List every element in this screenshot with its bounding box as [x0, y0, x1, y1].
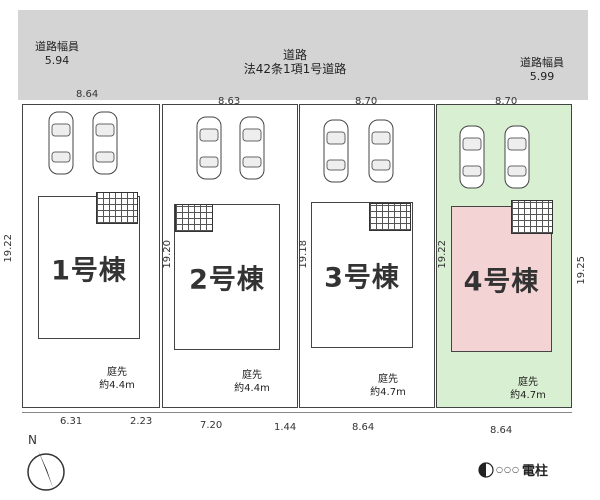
lot-1-yard-label: 庭先 — [107, 367, 127, 378]
lot-2-yard: 庭先 約4.4m — [224, 369, 280, 395]
road-right-width-label: 道路幅員 — [520, 56, 564, 69]
lot-2-bottom-b: 1.44 — [274, 422, 297, 433]
lot-3-frontage: 8.70 — [355, 96, 378, 107]
road-right-width-value: 5.99 — [529, 70, 555, 83]
building-1-stair-grid — [96, 192, 138, 224]
lot-2-left-depth: 19.20 — [162, 240, 173, 269]
compass-icon: N — [27, 433, 65, 491]
road-right-width: 道路幅員 5.99 — [512, 56, 572, 84]
lot-4-yard-value: 約4.7m — [510, 390, 546, 401]
lot-2-frontage: 8.63 — [218, 96, 241, 107]
lot-1-left-depth: 19.22 — [3, 234, 14, 263]
lot-3-yard: 庭先 約4.7m — [360, 373, 416, 399]
building-4-label: 4号棟 — [463, 266, 540, 298]
building-2-stair-grid — [175, 204, 213, 232]
car-icon — [459, 125, 485, 189]
building-1-label: 1号棟 — [51, 255, 127, 286]
bottom-boundary — [22, 412, 572, 413]
building-3-stair-grid — [369, 203, 411, 231]
road-center: 道路 法42条1項1号道路 — [200, 48, 390, 76]
utility-pole-icon — [478, 461, 494, 478]
lot-4-right-depth: 19.25 — [576, 256, 587, 285]
utility-pole-label: 電柱 — [521, 464, 548, 479]
road — [18, 10, 588, 100]
lot-2-yard-label: 庭先 — [242, 370, 262, 381]
lot-2-yard-value: 約4.4m — [234, 383, 270, 394]
road-type: 法42条1項1号道路 — [243, 62, 347, 76]
lot-1-bottom-a: 6.31 — [60, 416, 83, 427]
lot-4-frontage: 8.70 — [495, 96, 518, 107]
lot-3-yard-value: 約4.7m — [370, 387, 406, 398]
lot-1-yard: 庭先 約4.4m — [94, 366, 140, 392]
utility-pole-legend: ○○○ 電柱 — [478, 460, 548, 479]
building-4-stair-grid — [511, 200, 553, 234]
lot-4-yard-label: 庭先 — [518, 377, 538, 388]
road-left-width-value: 5.94 — [44, 54, 70, 67]
compass-north-label: N — [28, 433, 37, 447]
building-3-label: 3号棟 — [324, 262, 400, 294]
road-left-width: 道路幅員 5.94 — [28, 40, 86, 68]
lot-3-left-depth: 19.18 — [298, 240, 309, 269]
car-icon — [504, 125, 530, 189]
lot-1-frontage: 8.64 — [76, 89, 99, 100]
lot-4-yard: 庭先 約4.7m — [500, 376, 556, 402]
car-icon — [239, 116, 265, 180]
legend-dots: ○○○ — [496, 465, 520, 474]
car-icon — [368, 119, 394, 183]
lot-1-bottom-b: 2.23 — [130, 416, 153, 427]
lot-4-left-depth: 19.22 — [437, 240, 448, 269]
car-icon — [323, 119, 349, 183]
car-icon — [48, 111, 74, 175]
lot-3-yard-label: 庭先 — [378, 374, 398, 385]
lot-2-bottom-a: 7.20 — [200, 420, 223, 431]
road-left-width-label: 道路幅員 — [35, 40, 79, 53]
car-icon — [92, 111, 118, 175]
lot-4-bottom: 8.64 — [490, 425, 513, 436]
lot-1-yard-value: 約4.4m — [99, 380, 135, 391]
car-icon — [196, 116, 222, 180]
building-2-label: 2号棟 — [189, 264, 265, 296]
lot-3-bottom: 8.64 — [352, 422, 375, 433]
road-name: 道路 — [282, 48, 307, 62]
